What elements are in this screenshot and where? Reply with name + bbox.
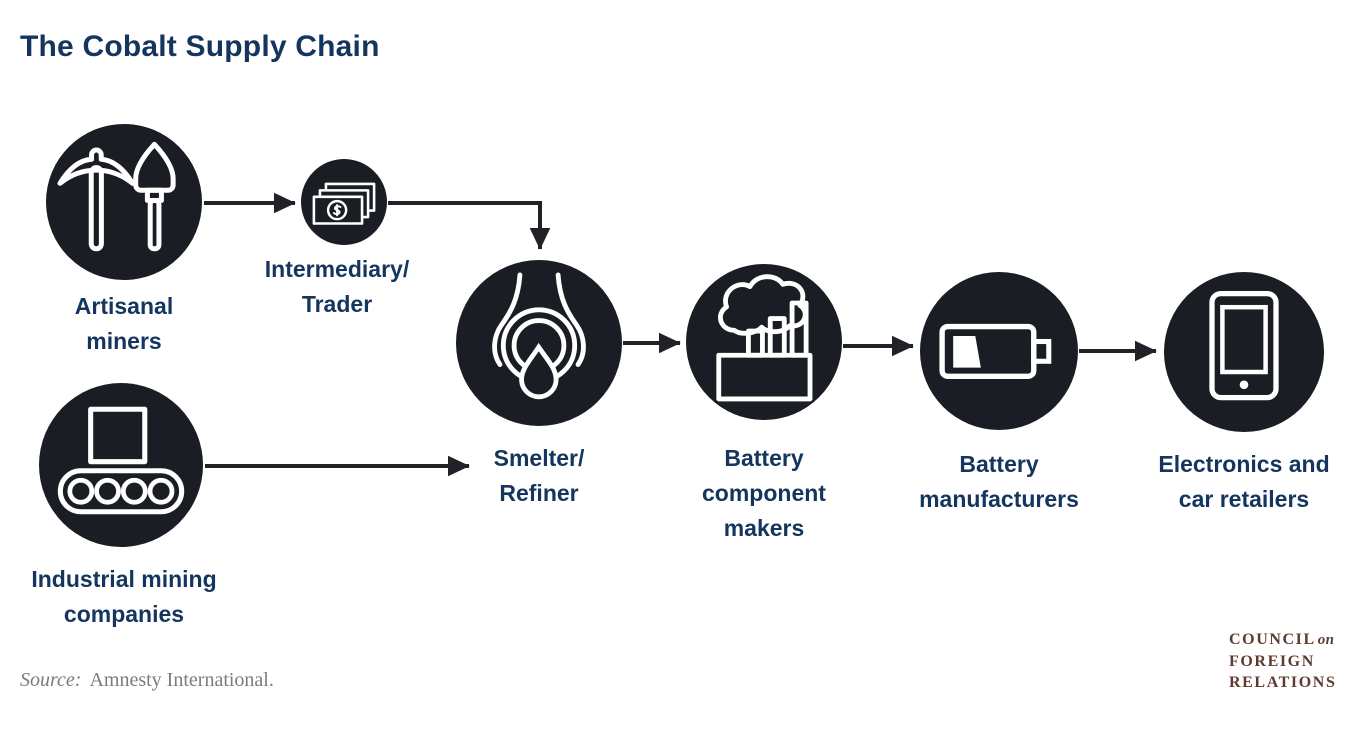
node-label-industrial-mining: Industrial mining companies [31,566,217,627]
pickaxe-shovel-icon [57,141,176,252]
node-circle-battery-component-makers [686,264,842,420]
node-label-electronics-car-retailers: Electronics and car retailers [1158,451,1330,512]
battery-icon [939,323,1052,379]
node-label-battery-component-makers: Battery component makers [702,445,826,541]
cfr-logo-line3: RELATIONS [1229,674,1337,691]
page-title: The Cobalt Supply Chain [20,30,380,63]
node-circle-battery-manufacturers [920,272,1078,430]
node-label-intermediary-trader: Intermediary/ Trader [264,256,410,317]
arrow-intermediary-to-smelter [388,201,551,250]
cfr-logo-on: on [1317,632,1335,648]
factory-icon [716,274,813,402]
node-label-artisanal-miners: Artisanal miners [74,293,174,354]
node-circle-artisanal-miners [46,124,202,280]
node-circle-smelter-refiner [456,260,622,426]
source-line: Source: Amnesty International. [20,669,274,692]
node-label-battery-manufacturers: Battery manufacturers [919,451,1079,512]
source-label: Source: [20,669,82,691]
banknotes-icon [312,182,376,225]
node-circle-industrial-mining [39,383,203,547]
source-text: Amnesty International. [89,669,274,691]
cfr-logo-line2: FOREIGN [1229,653,1315,670]
node-label-smelter-refiner: Smelter/ Refiner [493,445,585,506]
smelting-tongs-icon [492,272,586,400]
node-circle-electronics-car-retailers [1164,272,1324,432]
tablet-icon [1209,290,1279,401]
cfr-logo-council: COUNCIL [1229,631,1316,648]
conveyor-belt-icon [57,406,185,515]
node-circle-intermediary-trader [301,159,387,245]
